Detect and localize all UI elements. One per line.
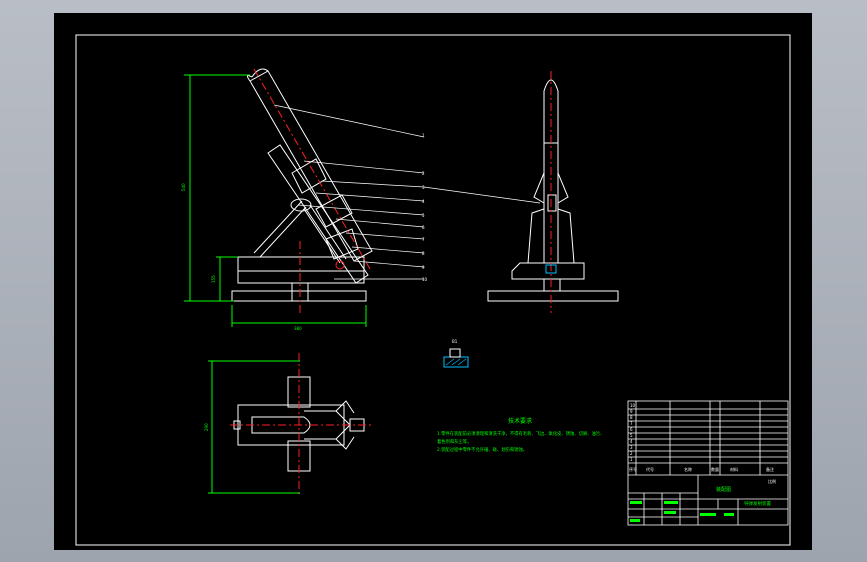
parts-row-seq-10: 10 [630,403,636,408]
notes-line-2: 着色剂和灰尘等。 [437,438,471,445]
balloon-8: 8 [422,251,425,256]
clamp-upper [291,158,327,194]
rail-clamp-front [547,194,557,212]
technical-notes: 技术要求 1.零件在装配前必须清理和清洗干净，不得有毛刺、飞边、氧化皮、锈蚀、切… [437,417,604,453]
detail-label: B1 [452,339,458,344]
missile-body-side [249,70,373,262]
side-view-dimensions [184,74,367,327]
top-view-centerlines [230,353,372,495]
parts-row-seq-6: 6 [630,427,633,432]
balloon-1: 1 [422,133,425,138]
right-bracket [557,208,575,264]
missile-nose-front [543,79,559,143]
side-dimension-texts: 540 155 380 [181,183,302,331]
drawing-title: 装配图 [716,486,731,493]
dim-top-width: 290 [204,423,209,431]
dim-base-width: 380 [294,326,302,331]
detail-symbol: B1 [443,339,469,368]
missile-axis [253,68,371,270]
shaft-front [543,278,561,292]
side-view-centerlines [253,68,371,313]
parts-row-seq-3: 3 [630,445,633,450]
parts-list-grid [628,401,788,476]
balloon-3: 3 [422,185,425,190]
elevating-gear [325,228,359,260]
drawing-border [75,34,791,546]
clamp-lower [315,194,353,228]
top-fins [335,400,355,450]
missile-nose-side [246,68,269,82]
turntable-plate [237,256,365,272]
header-remark: 备注 [766,466,774,472]
top-view-dimensions [208,360,300,494]
top-missile-body [251,416,311,434]
balloon-5: 5 [422,213,425,218]
base-plate [231,290,367,302]
rear-strut [253,200,307,258]
product-name: 导弹发射装置 [744,500,771,507]
balloon-7: 7 [422,237,425,242]
title-block [627,400,789,526]
drawing-viewport[interactable]: 540 155 380 1 2 3 4 5 6 7 8 9 10 [54,13,812,550]
left-bracket [527,208,545,264]
parts-row-seq-9: 9 [630,409,633,414]
front-view [487,79,619,302]
front-strut [303,204,347,264]
notes-line-1: 1.零件在装配前必须清理和清洗干净，不得有毛刺、飞边、氧化皮、锈蚀、切屑、油污、 [437,430,604,437]
missile-fins-front [533,172,569,204]
balloon-4: 4 [422,199,425,204]
parts-row-seq-1: 1 [630,457,633,462]
header-name: 名称 [684,466,692,472]
front-view-highlight [545,264,557,274]
balloon-numbers: 1 2 3 4 5 6 7 8 9 10 [422,133,428,282]
side-view [231,68,373,302]
leader-lines [273,104,541,280]
title-block-text: 10 9 8 7 6 5 4 3 2 1 序号 代号 名称 数量 材料 备注 比… [629,403,776,484]
balloon-9: 9 [422,265,425,270]
notes-title: 技术要求 [508,417,532,425]
balloon-10: 10 [422,277,428,282]
balloon-6: 6 [422,225,425,230]
parts-row-seq-8: 8 [630,415,633,420]
dim-base-height: 155 [211,275,216,283]
header-qty: 数量 [711,466,719,472]
parts-row-seq-5: 5 [630,433,633,438]
notes-line-3: 2.装配过程中零件不允许磕、碰、划伤和锈蚀。 [437,446,527,453]
parts-row-seq-4: 4 [630,439,633,444]
drawing-canvas: 540 155 380 1 2 3 4 5 6 7 8 9 10 [75,34,791,546]
gear-section [335,260,345,270]
header-material: 材料 [730,466,738,472]
title-block-fill-marks [630,501,734,522]
turntable-ring [237,270,365,284]
parts-row-seq-7: 7 [630,421,633,426]
balloon-2: 2 [422,171,425,176]
header-code: 代号 [646,466,654,472]
parts-row-seq-2: 2 [630,451,633,456]
scale-label: 比例 [768,478,776,484]
pivot-joint [290,198,312,212]
dim-height: 540 [181,183,186,191]
header-seq: 序号 [629,466,637,472]
base-plate-front [487,290,619,302]
